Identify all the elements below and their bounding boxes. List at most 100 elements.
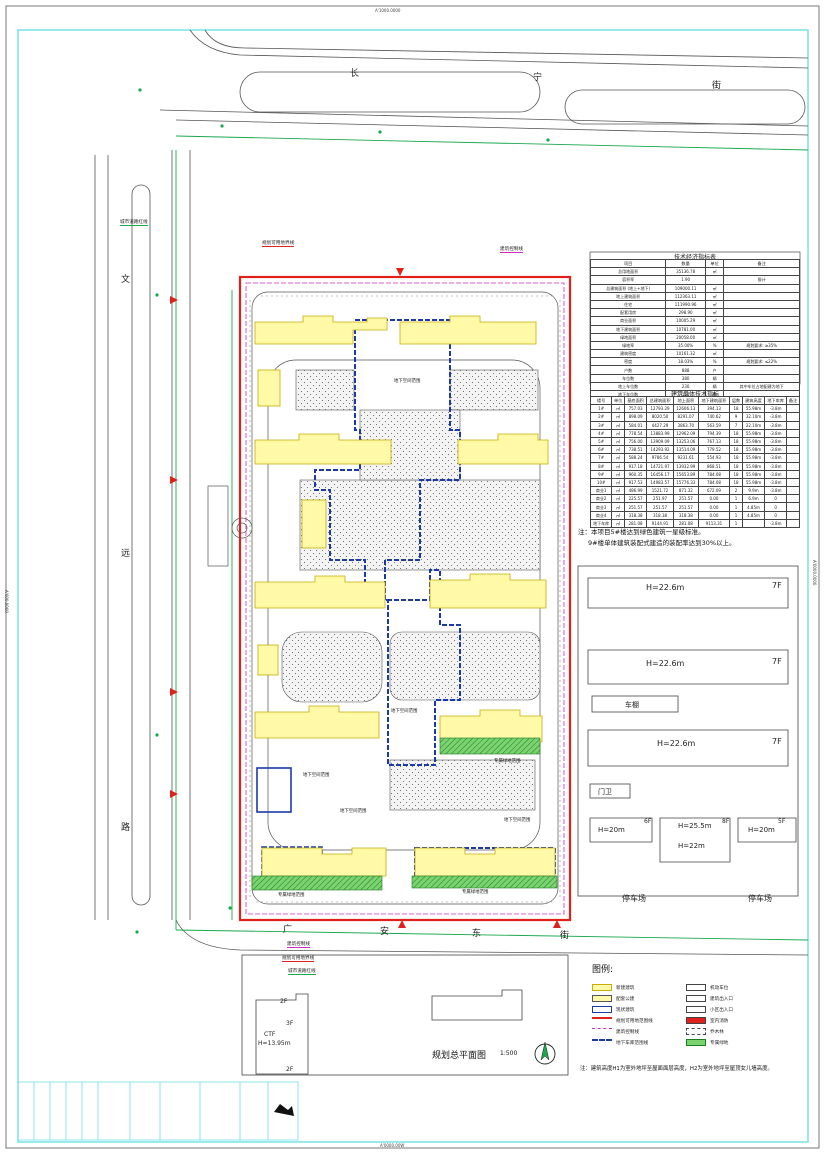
bldg-table-cell [786, 510, 800, 520]
bldg-table-cell: 15776.33 [672, 477, 699, 488]
tech-table-header-cell: 项目 [589, 258, 667, 269]
bldg-table-cell: 917.53 [624, 477, 648, 488]
bldg-table-header-cell: 层数 [729, 395, 743, 406]
label-underground-3: 地下空间范围 [303, 773, 330, 778]
tech-table-cell: 绿地面积 [589, 332, 667, 342]
bldg-table-cell [786, 404, 800, 414]
legend-swatch [592, 995, 612, 1002]
bldg-table-cell: 9113.31 [697, 518, 731, 529]
bldg-table-cell: 779.52 [697, 445, 731, 455]
bldg-table-cell: 1 [729, 502, 743, 512]
legend-item: 规划可用地范围线 [592, 1017, 653, 1024]
bldg-table-cell: 13932.99 [672, 461, 699, 471]
bldg-table-cell: 0.00 [697, 502, 731, 512]
bldg-table-cell: -3.8m [764, 453, 788, 463]
bldg-table-cell: 8291.07 [672, 412, 699, 422]
special-green-areas [251, 737, 558, 891]
bldg-table-cell: 14983.57 [646, 477, 674, 488]
bldg-table-header-cell: 楼号 [589, 395, 613, 406]
bldg-table-cell: -3.8m [764, 420, 788, 430]
tech-table-cell: 18.03% [665, 357, 706, 367]
bldg-table-cell: 960.35 [624, 469, 648, 479]
tech-table-cell: 10781.00 [665, 324, 706, 334]
bldg-table-cell: -3.8m [764, 477, 788, 488]
tech-table-header-cell: 数量 [665, 258, 706, 269]
tech-table-cell [723, 332, 800, 342]
adj-fD: 5F [778, 818, 786, 825]
bldg-table-cell: ㎡ [611, 510, 626, 520]
bldg-table-cell: 318.38 [672, 510, 699, 520]
adj-h1: H=22.6m [646, 583, 685, 592]
bldg-table-cell: ㎡ [611, 445, 626, 455]
bldg-table-cell: 13253.06 [672, 436, 699, 447]
bldg-table-cell: 55.98m [741, 461, 766, 471]
bldg-table-cell [786, 420, 800, 430]
tech-table-cell [723, 373, 800, 383]
entrance-markers [170, 268, 561, 928]
bldg-table-cell: 12793.29 [646, 404, 674, 414]
bldg-table-cell: 8# [589, 461, 613, 471]
bldg-table-cell: 225.57 [624, 494, 648, 504]
tech-table-cell [723, 267, 800, 277]
plan-scale: 1:500 [500, 1050, 518, 1057]
adj-f3: 7F [772, 737, 782, 746]
road-changning [159, 29, 809, 136]
adj-h3: H=22.6m [657, 739, 696, 748]
tech-table-header-cell: 单位 [704, 258, 725, 269]
bldg-table-cell: 0.00 [697, 510, 731, 520]
bldg-table-cell: 672.09 [697, 486, 731, 496]
adj-ctf: CTF [264, 1031, 276, 1038]
tech-table-cell: 户 [704, 365, 725, 375]
bldg-table-cell: 4.85m [741, 502, 766, 512]
bldg-table-cell: ㎡ [611, 436, 626, 447]
bldg-table-cell: ㎡ [611, 420, 626, 430]
callout-planned-land-bottom: 规划可用地界线 [282, 956, 315, 962]
bldg-table-cell: 16456.17 [646, 469, 674, 479]
tech-table-cell: 辆 [704, 373, 725, 383]
legend-label: 机动车位 [710, 985, 729, 991]
legend-title: 图例: [592, 965, 614, 975]
bldg-table-cell: 14721.97 [646, 461, 674, 471]
adj-guard: 门卫 [598, 788, 612, 796]
bldg-table-cell: 9144.91 [646, 518, 674, 529]
tech-table-cell: 888 [665, 365, 706, 375]
bldg-table-cell: 898.09 [624, 412, 648, 422]
tech-table-cell: 298.90 [665, 308, 706, 318]
bldg-table-cell [786, 477, 800, 488]
bldg-table-header-cell: 备注 [786, 395, 800, 406]
bldg-table-cell: 281.08 [624, 518, 648, 529]
legend-item: 建筑出入口 [686, 995, 733, 1002]
tech-table-cell: 车位数 [589, 373, 667, 383]
control-line-magenta [245, 282, 565, 915]
bldg-table-cell: 2 [729, 486, 743, 496]
bldg-table-cell: 55.98m [741, 477, 766, 488]
bldg-table-cell: ㎡ [611, 453, 626, 463]
legend-item: 机动车位 [686, 984, 728, 991]
bldg-table-cell: 281.08 [672, 518, 699, 529]
tech-table-cell: 地下建筑面积 [589, 324, 667, 334]
bldg-table-cell: 784.08 [697, 469, 731, 479]
bldg-table-cell: 3# [589, 420, 613, 430]
legend: 图例: 新建建筑配套公建现状建筑规划可用地范围线建筑控制线地下车库范围线 机动车… [578, 962, 796, 1066]
tech-table-header-cell: 备注 [723, 258, 800, 269]
callout-city-green-line-top: 城市道路红线 [120, 220, 148, 226]
bldg-table-cell: -3.8m [764, 412, 788, 422]
bldg-table-cell: 18 [729, 445, 743, 455]
south-adjacent [241, 954, 569, 1076]
tech-table-cell: 限计 [723, 275, 800, 285]
note-line-2: 9#楼单体建筑装配式建造的装配率达到30%以上。 [588, 539, 736, 547]
legend-swatch [686, 1028, 706, 1035]
adj-hD: H=20m [748, 826, 775, 834]
bldg-table-cell: 588.24 [624, 453, 648, 463]
bldg-table-cell: -3.8m [764, 436, 788, 447]
legend-item: 乔木林 [686, 1028, 724, 1035]
tech-table-cell: ㎡ [704, 283, 725, 293]
bldg-table-cell: 18 [729, 461, 743, 471]
